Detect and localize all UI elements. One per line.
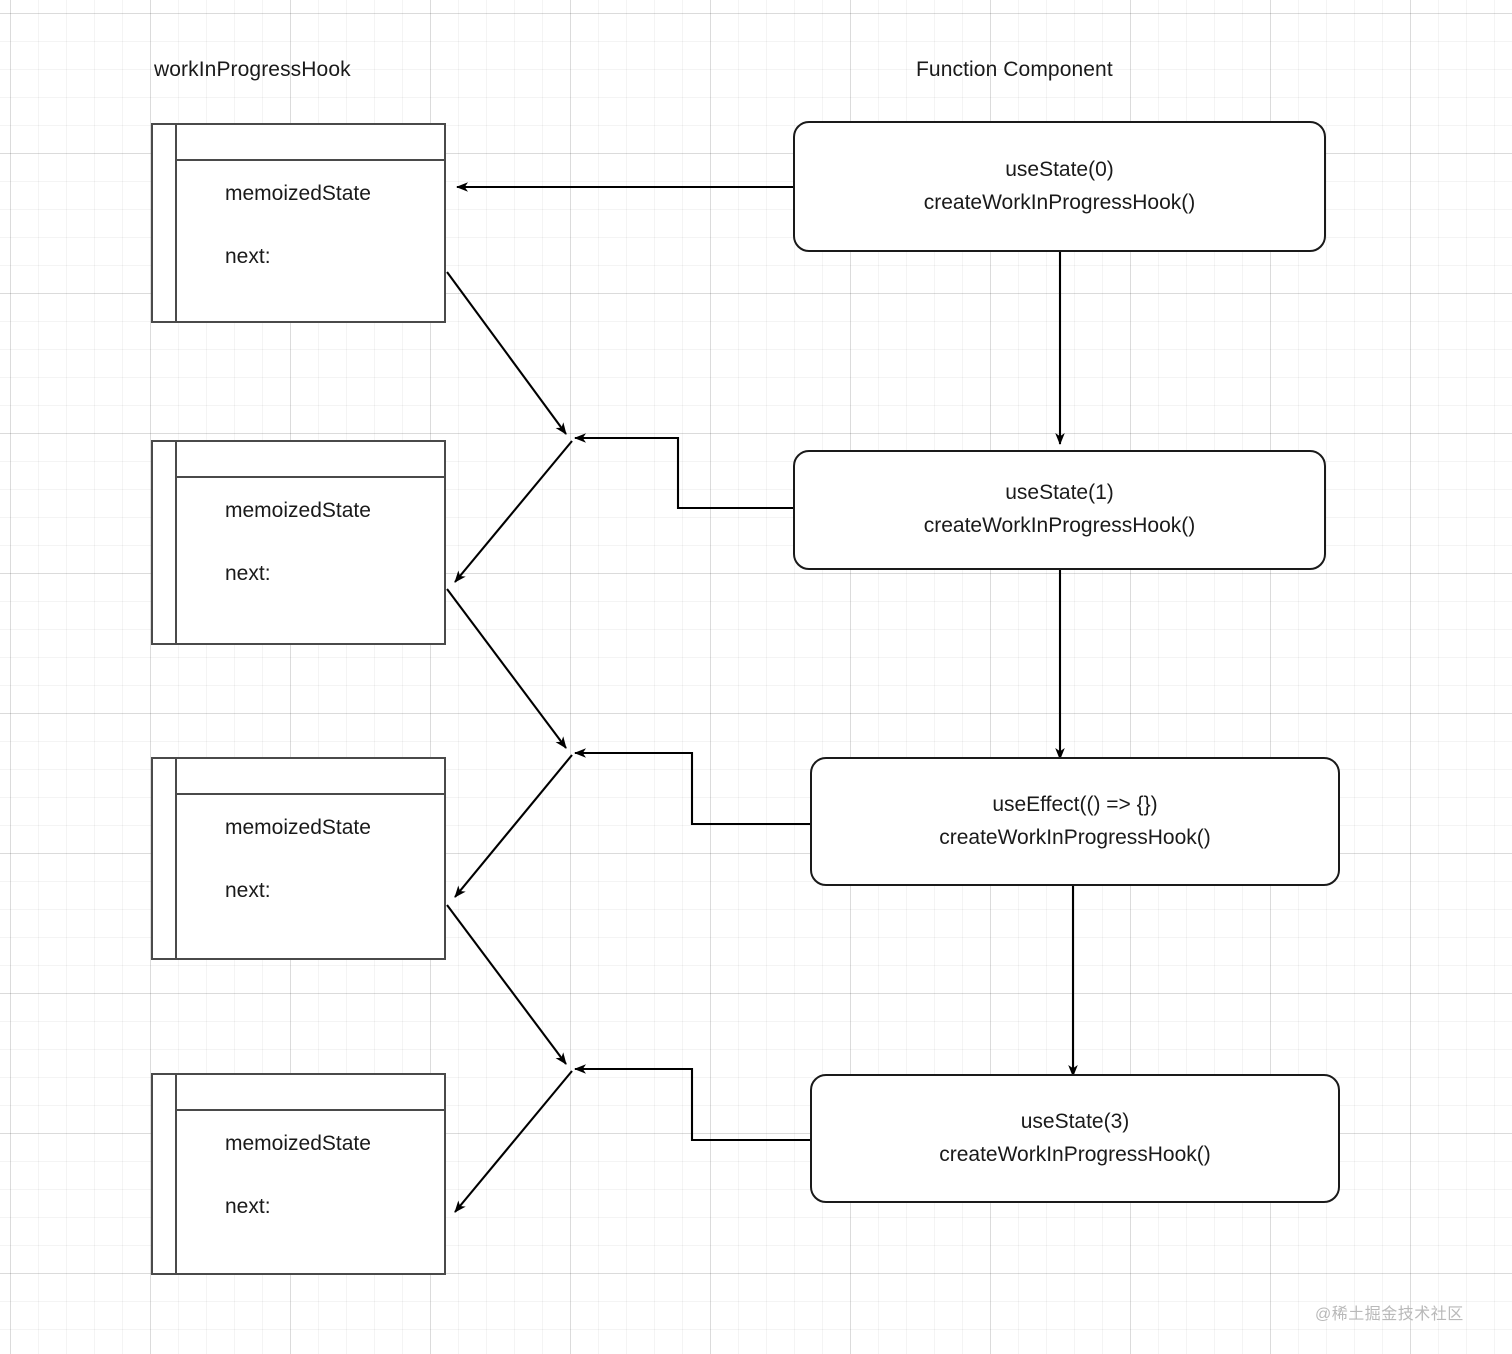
column-title-component: Function Component — [916, 58, 1113, 81]
component-line-1: useState(1) — [1005, 481, 1114, 505]
component-line-2: createWorkInProgressHook() — [923, 514, 1196, 537]
component-line-2: createWorkInProgressHook() — [939, 1142, 1211, 1166]
hook-main: memoizedState next: — [177, 125, 444, 321]
hook-main: memoizedState next: — [177, 1075, 444, 1273]
hook-body: memoizedState next: — [177, 161, 444, 321]
hook-header — [177, 125, 444, 161]
hook-main: memoizedState next: — [177, 759, 444, 958]
hook-box-3[interactable]: memoizedState next: — [151, 757, 446, 960]
arrow-hook3-next-to-junction3 — [446, 904, 567, 1065]
arrow-junction2-to-hook3 — [454, 754, 573, 898]
arrow-useeffect-to-junction2 — [574, 748, 810, 826]
component-box-usestate3[interactable]: useState(3) createWorkInProgressHook() — [810, 1074, 1340, 1203]
component-box-usestate1[interactable]: useState(1) createWorkInProgressHook() — [793, 450, 1326, 570]
hook-box-2[interactable]: memoizedState next: — [151, 440, 446, 645]
hook-gutter — [153, 1075, 177, 1273]
arrow-usestate3-to-junction3 — [574, 1064, 810, 1142]
hook-field-next: next: — [225, 1195, 271, 1218]
arrow-hook1-next-to-junction1 — [446, 271, 567, 435]
component-box-useeffect[interactable]: useEffect(() => {}) createWorkInProgress… — [810, 757, 1340, 886]
hook-body: memoizedState next: — [177, 1111, 444, 1273]
arrow-junction3-to-hook4 — [454, 1070, 573, 1213]
hook-field-memoized-state: memoizedState — [225, 182, 371, 205]
hook-gutter — [153, 442, 177, 643]
hook-main: memoizedState next: — [177, 442, 444, 643]
hook-header — [177, 1075, 444, 1111]
component-line-2: createWorkInProgressHook() — [923, 190, 1196, 214]
component-line-2: createWorkInProgressHook() — [939, 825, 1211, 849]
hook-field-next: next: — [225, 879, 271, 902]
component-line-1: useState(3) — [1020, 1109, 1130, 1133]
column-title-hooks: workInProgressHook — [154, 58, 351, 81]
hook-gutter — [153, 759, 177, 958]
hook-field-next: next: — [225, 245, 271, 268]
hook-field-memoized-state: memoizedState — [225, 1132, 371, 1155]
arrow-usestate1-to-junction1 — [574, 433, 793, 510]
hook-field-next: next: — [225, 562, 271, 585]
hook-box-4[interactable]: memoizedState next: — [151, 1073, 446, 1275]
arrow-hook2-next-to-junction2 — [446, 588, 567, 749]
hook-body: memoizedState next: — [177, 478, 444, 643]
hook-field-memoized-state: memoizedState — [225, 816, 371, 839]
hook-body: memoizedState next: — [177, 795, 444, 958]
component-line-1: useState(0) — [1005, 157, 1114, 181]
watermark: @稀土掘金技术社区 — [1315, 1306, 1464, 1323]
hook-header — [177, 759, 444, 795]
hook-box-1[interactable]: memoizedState next: — [151, 123, 446, 323]
hook-field-memoized-state: memoizedState — [225, 499, 371, 522]
hook-gutter — [153, 125, 177, 321]
arrow-junction1-to-hook2 — [454, 440, 573, 583]
component-box-usestate0[interactable]: useState(0) createWorkInProgressHook() — [793, 121, 1326, 252]
component-line-1: useEffect(() => {}) — [992, 792, 1158, 816]
hook-header — [177, 442, 444, 478]
